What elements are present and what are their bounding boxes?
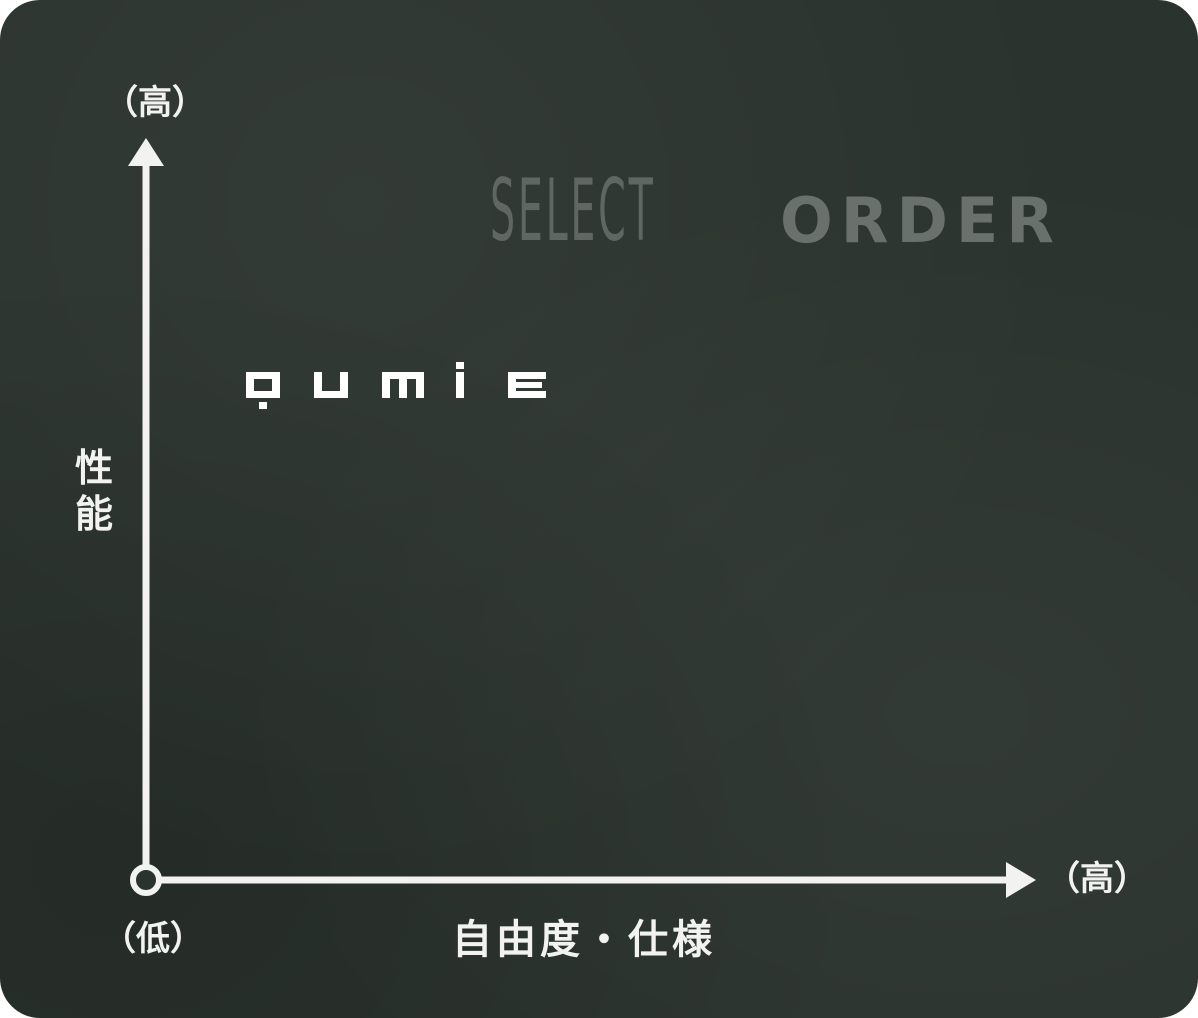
select-order-label-select: SELECT	[490, 161, 656, 261]
y-axis-high-label: （高）	[104, 83, 206, 123]
origin-marker	[130, 864, 162, 896]
select-order-label-order: ORDER	[780, 184, 1063, 257]
qumie-point: qumie	[246, 362, 546, 409]
y-axis-label: 性能	[74, 446, 113, 536]
x-axis-arrowhead	[1006, 862, 1036, 898]
x-axis-label: 自由度・仕様	[452, 917, 716, 963]
origin-low-label: （低）	[102, 919, 204, 959]
x-axis-high-label: （高）	[1046, 859, 1148, 899]
y-axis-arrowhead	[128, 138, 164, 166]
select-order-point: SELECT	[490, 168, 712, 260]
qumie-logo	[246, 362, 546, 409]
